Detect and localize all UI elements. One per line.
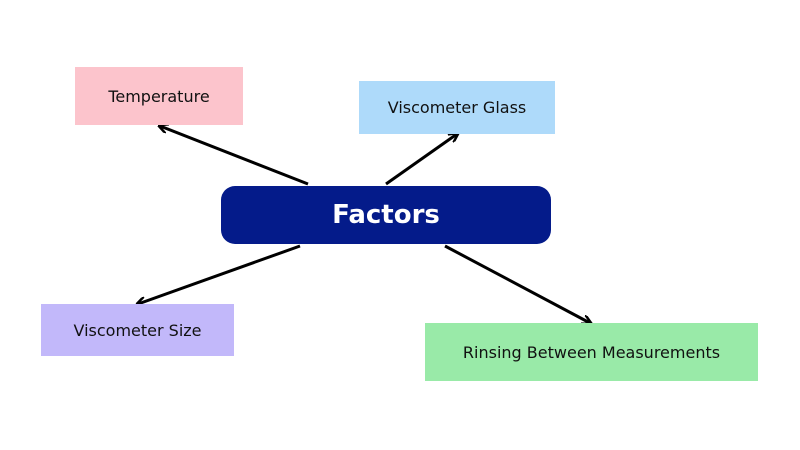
node-label: Viscometer Size: [73, 320, 202, 340]
node-viscometer-size: Viscometer Size: [41, 304, 234, 356]
arrow-to-temperature: [160, 126, 309, 186]
center-label: Factors: [332, 200, 440, 230]
node-temperature: Temperature: [75, 67, 243, 125]
node-viscometer-glass: Viscometer Glass: [359, 81, 555, 134]
center-node-factors: Factors: [221, 186, 551, 244]
arrow-to-viscometer-size: [138, 244, 301, 304]
node-label: Temperature: [108, 86, 210, 106]
node-label: Rinsing Between Measurements: [462, 342, 721, 362]
node-label: Viscometer Glass: [387, 98, 527, 117]
arrow-to-rinsing: [444, 244, 590, 323]
arrow-to-viscometer-glass: [385, 134, 457, 186]
node-rinsing-between-measurements: Rinsing Between Measurements: [425, 323, 758, 381]
